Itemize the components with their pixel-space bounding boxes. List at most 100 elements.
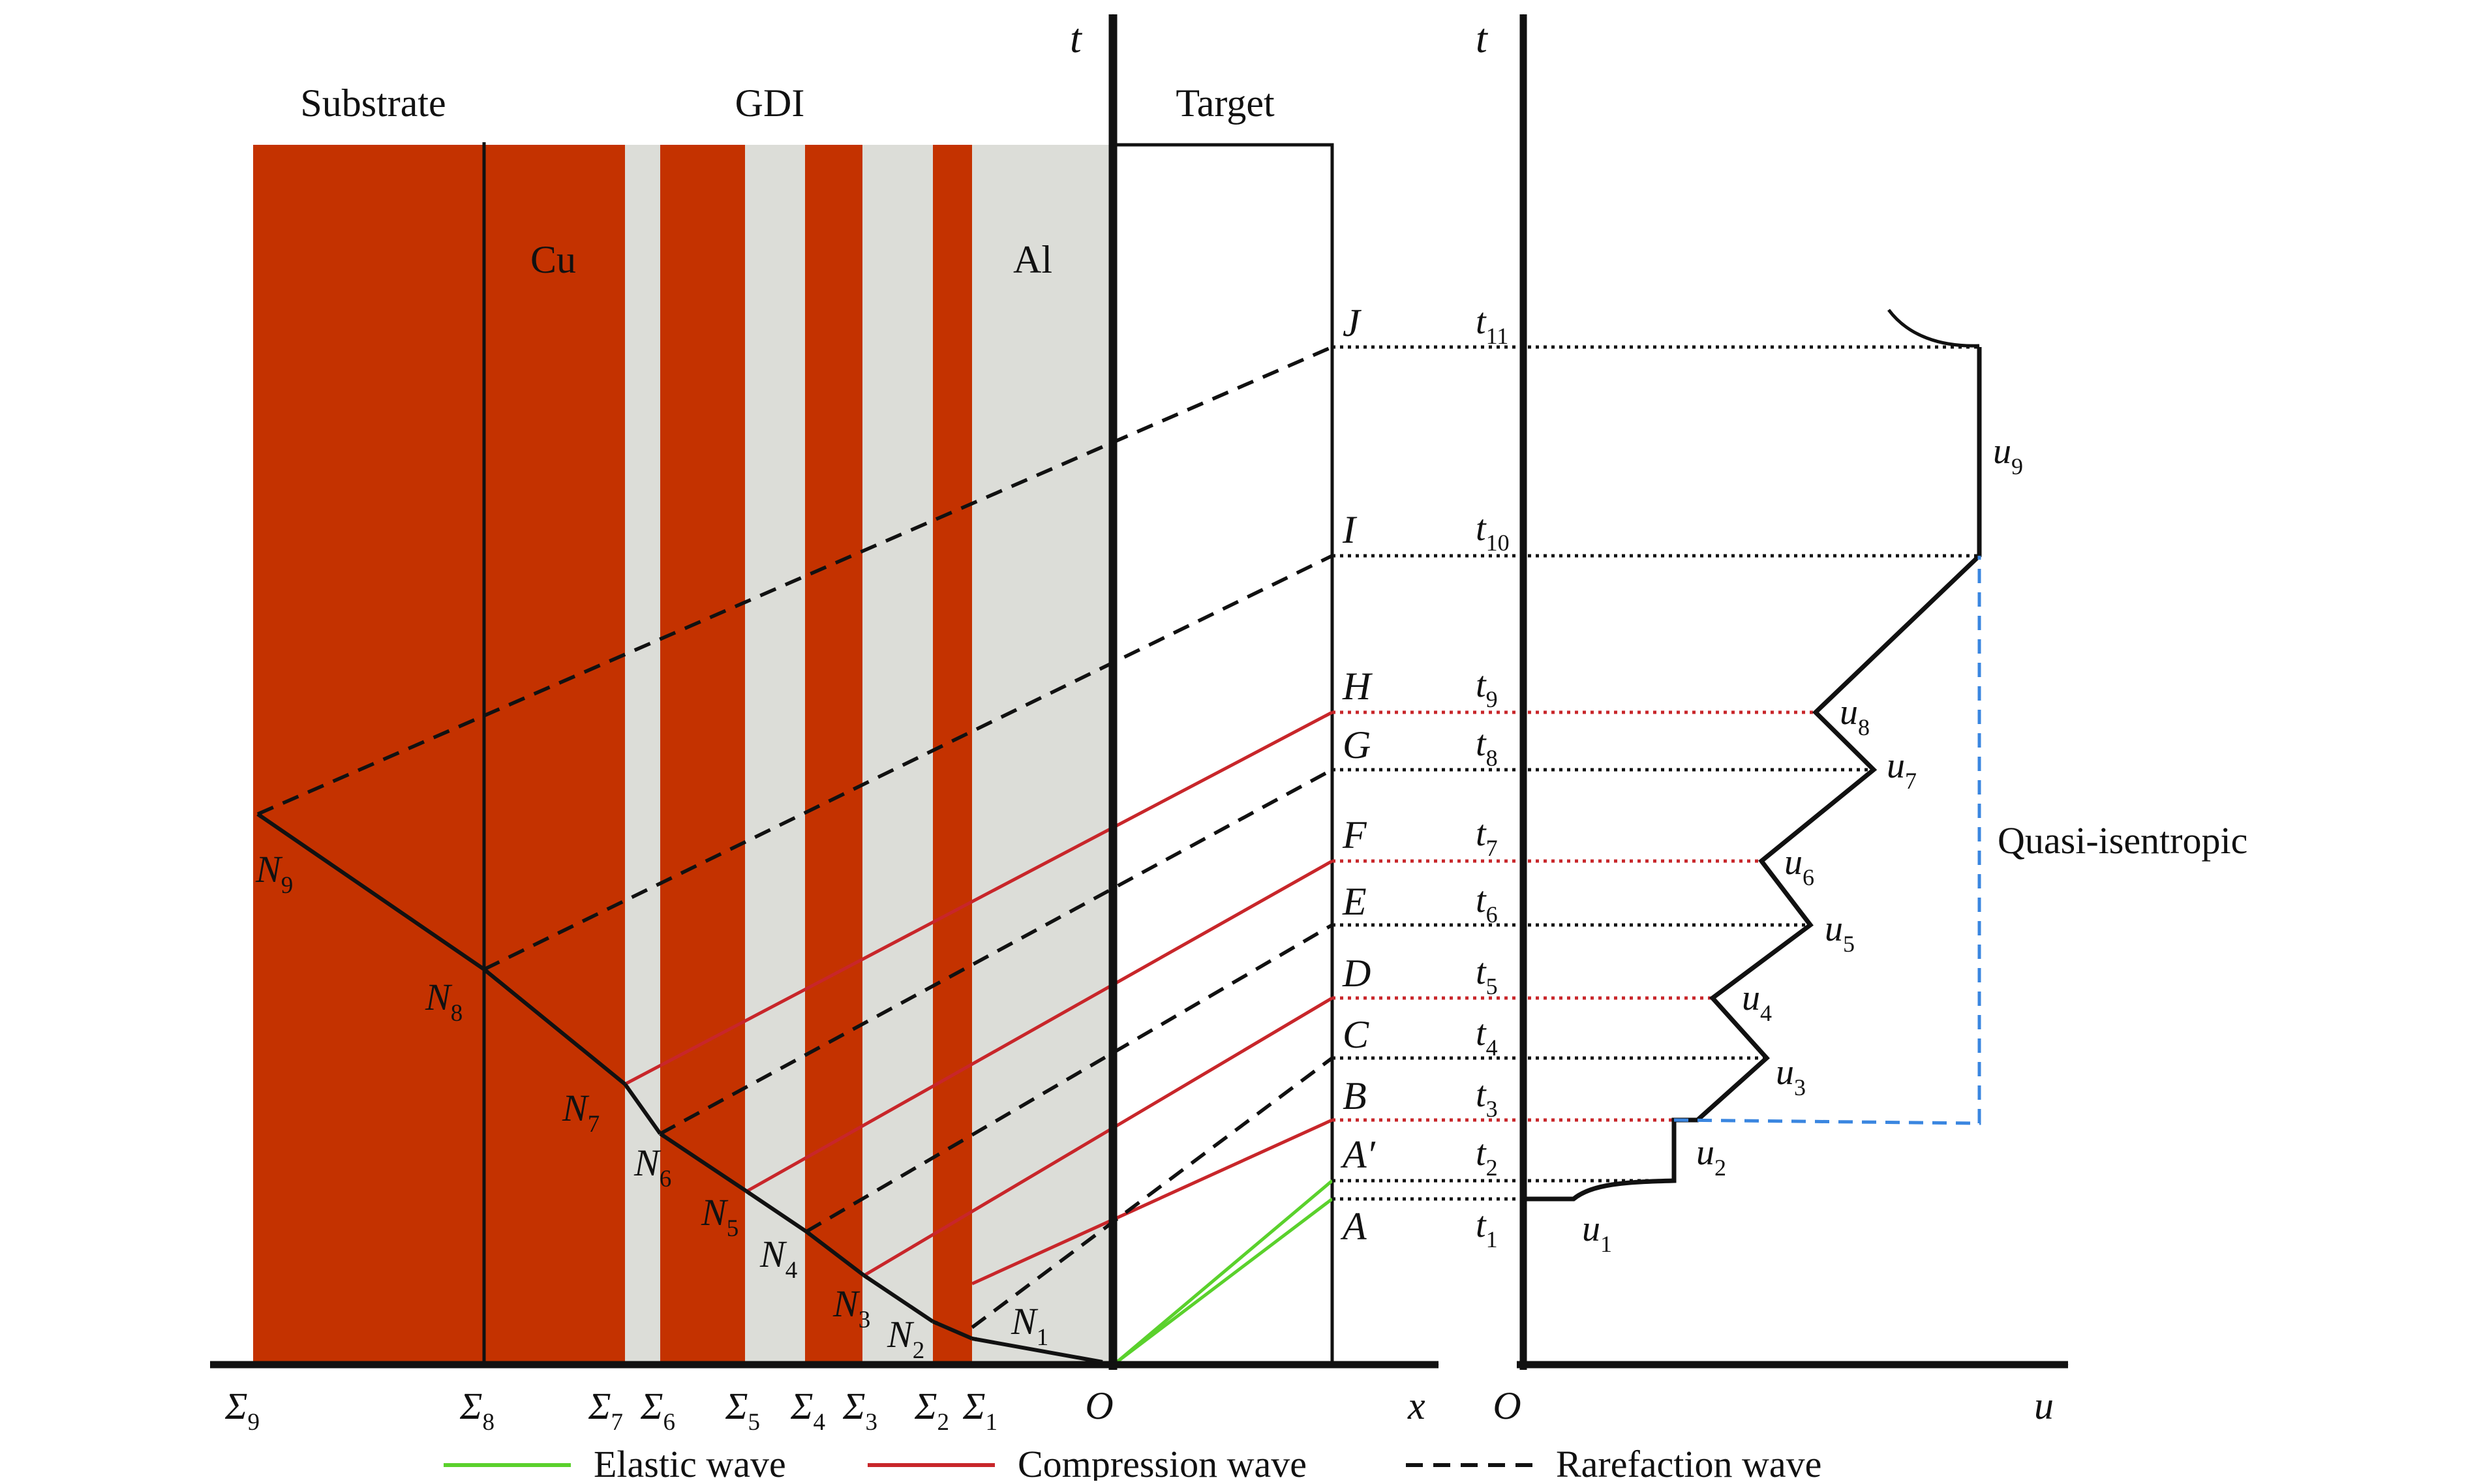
interface-label-sigma-5-base: Σ bbox=[725, 1385, 748, 1427]
legend-item-rarefaction-label: Rarefaction wave bbox=[1556, 1443, 1821, 1481]
velocity-label-u5: u5 bbox=[1825, 909, 1855, 957]
interface-label-sigma-4: Σ4 bbox=[790, 1385, 825, 1436]
event-H-time-base: t bbox=[1476, 665, 1487, 705]
node-label-n1: N1 bbox=[1011, 1300, 1048, 1351]
velocity-label-u6-base: u bbox=[1784, 842, 1803, 883]
node-segment-4 bbox=[805, 1230, 865, 1277]
velocity-label-u9: u9 bbox=[1993, 431, 2023, 479]
velocity-profile-top-curve bbox=[1887, 309, 1980, 348]
elastic-wave-2 bbox=[1116, 1198, 1333, 1363]
event-B-time-label: t3 bbox=[1476, 1074, 1498, 1122]
node-label-n8-sub: 8 bbox=[451, 1000, 463, 1027]
node-label-n5-base: N bbox=[701, 1191, 729, 1234]
interface-label-sigma-7-sub: 7 bbox=[611, 1409, 623, 1436]
event-F-point-label: F bbox=[1342, 813, 1367, 856]
velocity-label-u7-base: u bbox=[1887, 746, 1905, 786]
node-label-n9-base: N bbox=[255, 848, 283, 890]
event-J-time-label: t11 bbox=[1476, 301, 1508, 349]
interface-label-sigma-4-base: Σ bbox=[790, 1385, 813, 1427]
velocity-label-u2-sub: 2 bbox=[1714, 1155, 1726, 1181]
node-label-n5: N5 bbox=[701, 1191, 738, 1242]
node-label-n4-base: N bbox=[759, 1233, 787, 1275]
node-segment-8 bbox=[483, 967, 626, 1086]
event-E-time-sub: 6 bbox=[1486, 901, 1498, 928]
legend-item-compression-label: Compression wave bbox=[1018, 1443, 1307, 1481]
velocity-label-u7: u7 bbox=[1887, 746, 1917, 794]
cu-label: Cu bbox=[530, 238, 576, 281]
event-G-point-label: G bbox=[1343, 723, 1371, 766]
velocity-profile-curve bbox=[1523, 347, 1982, 1202]
interface-label-sigma-8-base: Σ bbox=[459, 1385, 482, 1427]
event-G-time-label: t8 bbox=[1476, 723, 1498, 771]
event-F-time-base: t bbox=[1476, 813, 1487, 854]
event-A-time-label: t1 bbox=[1476, 1205, 1498, 1252]
event-F-time-label: t7 bbox=[1476, 813, 1498, 861]
legend-item-elastic-label: Elastic wave bbox=[594, 1443, 786, 1481]
rarefaction-wave-3 bbox=[659, 768, 1333, 1136]
node-chain bbox=[256, 812, 1103, 1364]
event-J-time-base: t bbox=[1476, 301, 1487, 342]
interface-label-sigma-1-base: Σ bbox=[962, 1385, 985, 1427]
node-label-n8-base: N bbox=[425, 976, 453, 1018]
event-E-time-label: t6 bbox=[1476, 880, 1498, 928]
interface-label-sigma-4-sub: 4 bbox=[813, 1409, 825, 1436]
node-label-n6-base: N bbox=[633, 1142, 662, 1184]
event-A-time-sub: 1 bbox=[1486, 1226, 1498, 1252]
event-E-time-base: t bbox=[1476, 880, 1487, 920]
velocity-label-u3-sub: 3 bbox=[1794, 1074, 1806, 1100]
interface-label-sigma-6: Σ6 bbox=[640, 1385, 675, 1436]
interface-label-sigma-9-base: Σ bbox=[224, 1385, 247, 1427]
node-segment-3 bbox=[862, 1273, 934, 1324]
event-C-time-base: t bbox=[1476, 1013, 1487, 1053]
node-label-n8: N8 bbox=[425, 976, 463, 1027]
rarefaction-wave-2 bbox=[805, 923, 1333, 1234]
node-label-n3: N3 bbox=[832, 1282, 870, 1333]
velocity-label-u2-base: u bbox=[1696, 1132, 1714, 1173]
interface-label-sigma-1-sub: 1 bbox=[985, 1409, 997, 1436]
velocity-label-u9-base: u bbox=[1993, 431, 2011, 472]
node-label-n3-sub: 3 bbox=[859, 1307, 871, 1333]
event-D-time-sub: 5 bbox=[1486, 973, 1498, 999]
node-label-n6: N6 bbox=[633, 1142, 671, 1192]
event-B-time-base: t bbox=[1476, 1074, 1487, 1115]
event-H-time-label: t9 bbox=[1476, 665, 1498, 712]
t-axis-right-label: t bbox=[1476, 15, 1489, 61]
event-G-time-sub: 8 bbox=[1486, 745, 1498, 771]
node-label-n2-base: N bbox=[887, 1313, 915, 1355]
velocity-label-u1: u1 bbox=[1582, 1209, 1612, 1257]
origin-left-label: O bbox=[1085, 1384, 1113, 1427]
interface-label-sigma-7: Σ7 bbox=[588, 1385, 623, 1436]
quasi-isentropic-label: Quasi-isentropic bbox=[1998, 819, 2247, 862]
event-H-time-sub: 9 bbox=[1486, 686, 1498, 712]
node-label-n2: N2 bbox=[887, 1313, 924, 1364]
velocity-label-u3-base: u bbox=[1776, 1052, 1794, 1093]
target-label: Target bbox=[1176, 82, 1275, 125]
compression-wave-3 bbox=[746, 859, 1333, 1193]
event-C-point-label: C bbox=[1343, 1013, 1369, 1056]
interface-label-sigma-6-sub: 6 bbox=[663, 1409, 675, 1436]
event-E-point-label: E bbox=[1342, 880, 1367, 923]
gdi-al-layer-4 bbox=[972, 145, 1112, 1365]
compression-wave-1 bbox=[971, 1118, 1333, 1286]
velocity-label-u6-sub: 6 bbox=[1803, 864, 1814, 890]
node-label-n1-base: N bbox=[1011, 1300, 1039, 1342]
interface-label-sigma-3: Σ3 bbox=[842, 1385, 877, 1436]
interface-label-sigma-3-base: Σ bbox=[842, 1385, 865, 1427]
velocity-label-u5-base: u bbox=[1825, 909, 1843, 949]
node-segment-7 bbox=[623, 1083, 662, 1135]
node-label-n4-sub: 4 bbox=[785, 1257, 798, 1284]
node-segment-1 bbox=[971, 1337, 1103, 1364]
interface-label-sigma-2: Σ2 bbox=[914, 1385, 949, 1436]
velocity-label-u6: u6 bbox=[1784, 842, 1814, 890]
node-label-n2-sub: 2 bbox=[913, 1337, 925, 1364]
node-label-n4: N4 bbox=[759, 1233, 797, 1284]
u-axis-label: u bbox=[2034, 1384, 2054, 1427]
substrate-label: Substrate bbox=[300, 82, 446, 125]
event-I-time-label: t10 bbox=[1476, 508, 1510, 556]
event-A-point-label: A bbox=[1340, 1205, 1367, 1248]
event-I-time-base: t bbox=[1476, 508, 1487, 549]
event-Aprime-time-base: t bbox=[1476, 1133, 1487, 1174]
